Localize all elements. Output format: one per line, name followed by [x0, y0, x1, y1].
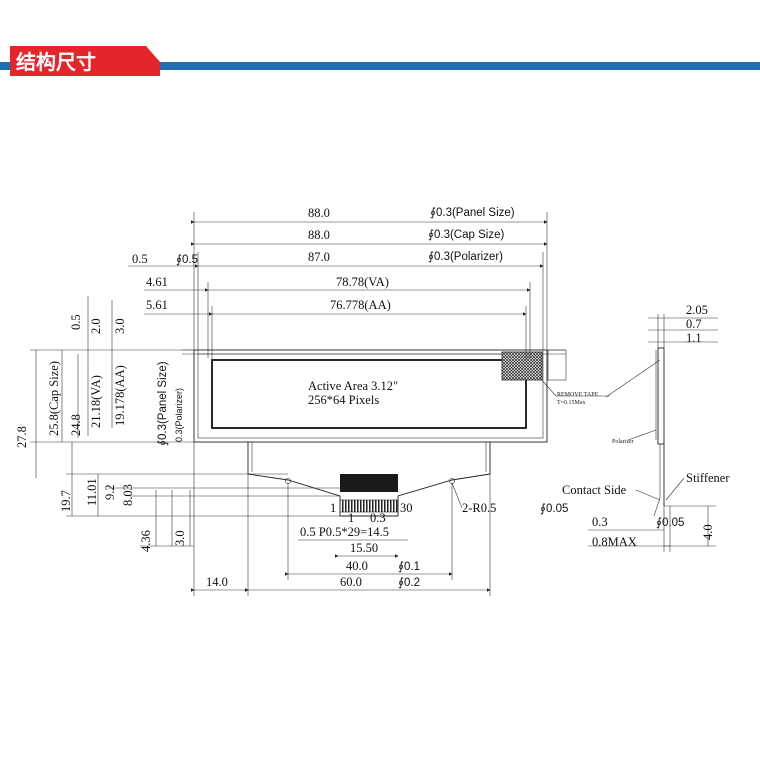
width-60-value: 60.0 — [340, 575, 362, 589]
vdim-19178-label: 19.178(AA) — [113, 365, 127, 426]
side-dim-40: 4.0 — [701, 524, 715, 540]
vdim-30-label: 3.0 — [113, 318, 127, 334]
fpc-pins — [339, 499, 399, 513]
dim-cap-tol: ∮0.3(Cap Size) — [428, 228, 504, 241]
vdim-05-label: 0.5 — [69, 314, 83, 330]
radius-leader — [451, 482, 463, 509]
fpc-vdim-92-label: 9.2 — [103, 484, 117, 500]
tape-box — [547, 349, 567, 381]
fpc-vdim-436-label: 4.36 — [139, 530, 153, 552]
stiffener-block — [340, 474, 398, 492]
active-area-line1: Active Area 3.12" — [308, 379, 398, 393]
vdim-polarizer-tol-label: 0.3(Polarizer) — [174, 388, 184, 442]
tape-label-2: T=0.15Max — [557, 400, 586, 406]
active-area-text: Active Area 3.12" 256*64 Pixels — [308, 379, 398, 407]
fpc-vdim-30-label: 3.0 — [173, 530, 187, 546]
fpc-tail: 2-R0.5 1 30 — [247, 442, 496, 517]
side-dim-11-label: 1.1 — [686, 331, 702, 345]
offset-461-value: 4.61 — [146, 275, 168, 289]
vdim-248-label: 24.8 — [69, 414, 83, 436]
side-tol-005-left: ∮0.05 — [540, 502, 568, 515]
remove-tape-hatch — [501, 351, 543, 381]
side-glass — [657, 347, 665, 445]
side-dim-205-label: 2.05 — [686, 303, 708, 317]
left-offset-dimensions: 0.5 ∮0.5 4.61 5.61 — [128, 252, 212, 315]
offset-05-tol: ∮0.5 — [176, 253, 198, 266]
vdim-20-label: 2.0 — [89, 318, 103, 334]
header-title-bg — [10, 46, 160, 76]
dim-panel-tol: ∮0.3(Panel Size) — [430, 206, 515, 219]
dim-cap-value: 88.0 — [308, 228, 330, 242]
width-1550: 15.50 — [350, 541, 378, 555]
side-bend — [653, 497, 661, 517]
polarizer-label: Polarizer — [612, 439, 634, 445]
left-vertical-dimensions: 27.8 25.8(Cap Size) 24.8 21.18(VA) 19.17… — [15, 296, 194, 478]
fpc-dimensions: 19.7 11.01 9.2 8.03 4.36 3.0 1 0.3 0.5 P… — [59, 442, 491, 596]
side-dim-08max: 0.8MAX — [592, 535, 637, 549]
offset-561-value: 5.61 — [146, 298, 168, 312]
vdim-panel-tol-label: ∮0.3(Panel Size) — [156, 361, 169, 446]
stiffener-label: Stiffener — [686, 471, 730, 485]
side-dim-03: 0.3 — [592, 515, 608, 529]
width-40-value: 40.0 — [346, 559, 368, 573]
active-area-rect — [211, 359, 527, 429]
radius-label: 2-R0.5 — [462, 501, 496, 515]
header-title: 结构尺寸 — [16, 50, 96, 74]
section-header: 结构尺寸 — [0, 46, 760, 76]
dim-panel-value: 88.0 — [308, 206, 330, 220]
pitch-small-2: 0.3 — [370, 511, 386, 525]
side-dim-07-label: 0.7 — [686, 317, 702, 331]
panel-outline — [182, 349, 567, 443]
vdim-278-label: 27.8 — [15, 426, 29, 448]
offset-05-value: 0.5 — [132, 252, 148, 266]
offset-14-value: 14.0 — [206, 575, 228, 589]
contact-side-leader — [635, 489, 661, 501]
dim-aa-value: 76.778(AA) — [330, 298, 391, 312]
width-60-tol: ∮0.2 — [398, 576, 420, 589]
dim-polarizer-value: 87.0 — [308, 250, 330, 264]
width-40-tol: ∮0.1 — [398, 560, 420, 573]
active-area-line2: 256*64 Pixels — [308, 393, 379, 407]
fpc-vdim-197-label: 19.7 — [59, 490, 73, 512]
dim-polarizer-tol: ∮0.3(Polarizer) — [428, 250, 503, 263]
remove-tape-callout: REMOVE TAPE T=0.15Max — [539, 377, 610, 406]
pin-1-label: 1 — [330, 501, 336, 515]
fpc-vdim-803-label: 8.03 — [121, 484, 135, 506]
stiffener-leader — [665, 477, 685, 501]
side-view: 2.05 0.7 1.1 Polarizer Contact Side Stif… — [540, 303, 730, 552]
fpc-vdim-1101-label: 11.01 — [85, 478, 99, 506]
fpc-left-taper — [247, 473, 341, 516]
dim-va-value: 78.78(VA) — [336, 275, 389, 289]
top-dimensions: 88.0 ∮0.3(Panel Size) 88.0 ∮0.3(Cap Size… — [191, 206, 548, 360]
tape-leader — [539, 377, 557, 397]
contact-side-label: Contact Side — [562, 483, 627, 497]
tape-label-1: REMOVE TAPE — [557, 392, 599, 398]
pin-30-label: 30 — [400, 501, 413, 515]
remove-tape-leader-side — [605, 359, 661, 398]
vdim-2118-label: 21.18(VA) — [89, 375, 103, 428]
header-rule — [0, 62, 760, 70]
pitch-small-1: 1 — [348, 511, 354, 525]
vdim-258-label: 25.8(Cap Size) — [47, 361, 61, 436]
polarizer-leader — [627, 429, 657, 441]
pitch-main: 0.5 P0.5*29=14.5 — [300, 525, 389, 539]
